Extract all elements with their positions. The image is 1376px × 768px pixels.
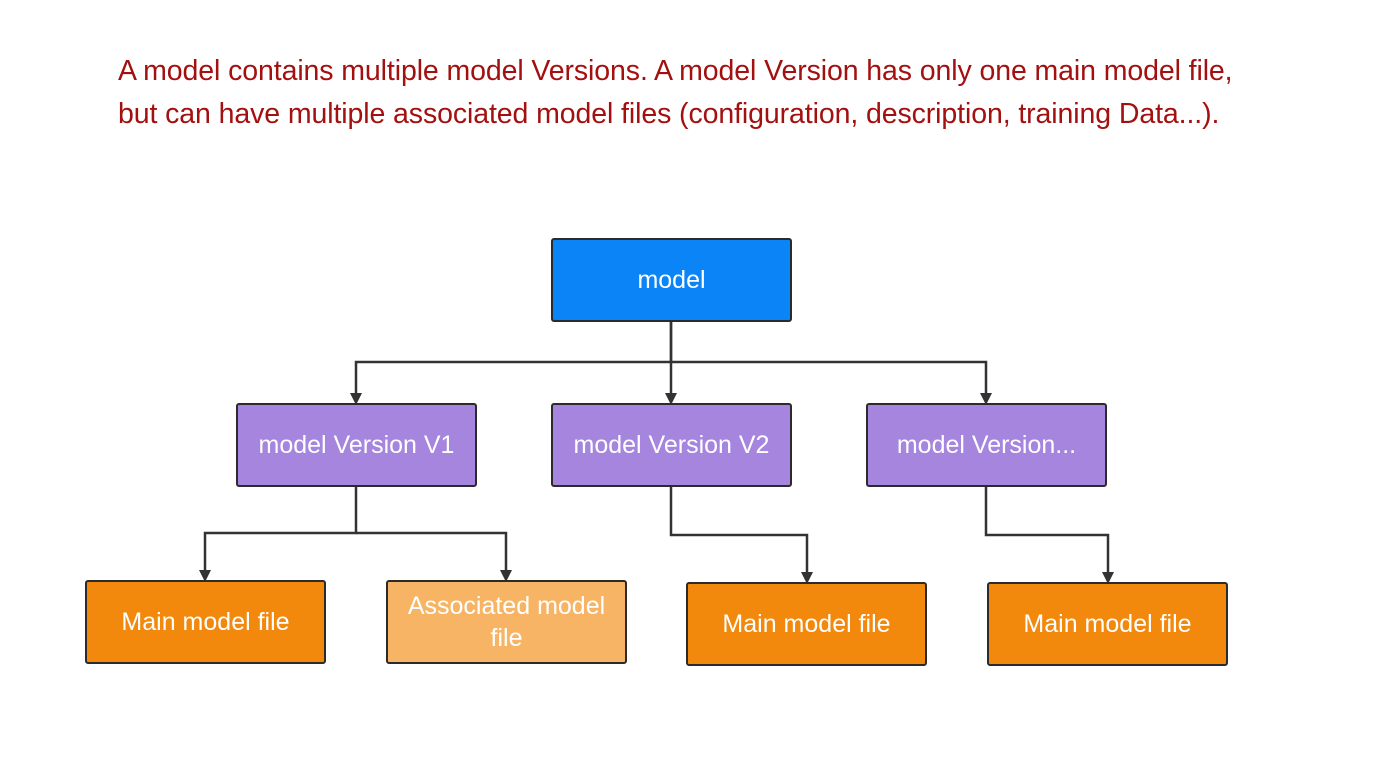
node-model-version-v2: model Version V2 — [551, 403, 792, 487]
node-model-version-more: model Version... — [866, 403, 1107, 487]
node-model-version-v1: model Version V1 — [236, 403, 477, 487]
node-v1-main-model-file-label: Main model file — [121, 608, 290, 636]
node-v1-associated-model-file-label: Associated model file — [407, 592, 606, 652]
edge-model-to-version-more — [671, 360, 992, 405]
edge-more-to-main-file — [984, 487, 1114, 584]
caption-line-2: but can have multiple associated model f… — [118, 98, 1220, 130]
node-v1-main-model-file: Main model file — [85, 580, 326, 664]
edge-v1-to-main-file — [199, 487, 358, 582]
node-model-version-v1-label: model Version V1 — [258, 431, 455, 459]
edge-v2-to-main-file — [669, 487, 813, 584]
node-model-version-v2-label: model Version V2 — [573, 431, 770, 459]
node-model: model — [551, 238, 792, 322]
node-model-label: model — [637, 266, 706, 294]
edge-v1-to-associated-file — [356, 531, 512, 582]
caption-line-1: A model contains multiple model Versions… — [118, 55, 1233, 87]
node-more-main-model-file: Main model file — [987, 582, 1228, 666]
node-more-main-model-file-label: Main model file — [1023, 610, 1192, 638]
node-v1-associated-model-file: Associated model file — [386, 580, 627, 664]
node-v2-main-model-file-label: Main model file — [722, 610, 891, 638]
diagram-caption: A model contains multiple model Versions… — [118, 50, 1368, 136]
node-model-version-more-label: model Version... — [896, 431, 1077, 459]
edge-model-to-version-v1 — [350, 322, 673, 405]
node-v2-main-model-file: Main model file — [686, 582, 927, 666]
